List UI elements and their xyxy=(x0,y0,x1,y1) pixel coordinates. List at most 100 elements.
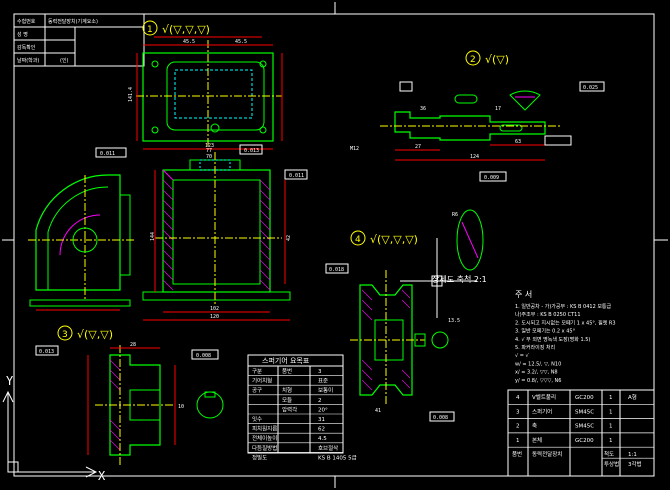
v1-dim-top-b: 45.5 xyxy=(235,39,247,45)
v2-tol-a: 0.025 xyxy=(583,85,598,91)
view4-pulley: 0.018 0.008 13.5 41 R6 상세도 축척 2:1 xyxy=(325,209,487,422)
note-line: 3. 일반 모떼기는 0.2 x 45° xyxy=(515,328,576,335)
parts-footer-cell: 품번 xyxy=(512,450,522,458)
spur-cell: 모듈 xyxy=(282,397,292,404)
v1-dim-mid-2: 77 xyxy=(206,148,212,154)
parts-cell: V벨트풀리 xyxy=(532,393,556,401)
spur-cell: 잇수 xyxy=(252,416,262,423)
parts-cell: 1 xyxy=(609,424,613,430)
v4-dim-b: 41 xyxy=(375,408,381,414)
spur-header-cell: 품번 xyxy=(282,367,292,375)
v1-dim-mid-4: 144 xyxy=(150,232,156,241)
parts-cell: 4 xyxy=(516,395,520,401)
parts-cell: GC200 xyxy=(575,395,594,401)
v4-dim-c: R6 xyxy=(452,212,458,218)
parts-cell: 1 xyxy=(609,409,613,415)
v3-dim-b: 10 xyxy=(178,404,184,410)
parts-footer-cell: 투상법 xyxy=(604,460,619,468)
spur-cell: 20° xyxy=(318,407,328,413)
note-line: x/ = 3.2/, ▽▽, N8 xyxy=(515,370,558,376)
view1-number: 1 xyxy=(147,25,153,35)
view4-label: 4 √(▽,▽,▽) xyxy=(350,230,418,246)
ucs-x-label: X xyxy=(98,469,106,483)
parts-cell: 축 xyxy=(532,422,537,430)
v1-dim-mid-5: 42 xyxy=(286,235,292,241)
v1-dim-mid-3: 70 xyxy=(206,154,212,160)
v1-dim-mid-1: 120 xyxy=(210,314,219,320)
note-line: √ = √ xyxy=(515,353,530,359)
view4-number: 4 xyxy=(355,235,361,245)
note-line: 2. 도시되고 지시없는 모떼기 1 x 45°, 필렛 R3 xyxy=(515,319,616,326)
parts-footer-cell: 척도 xyxy=(604,450,614,458)
v3-tol-a: 0.013 xyxy=(39,349,54,355)
spur-cell: 호브절삭 xyxy=(318,444,338,452)
v1-tol-1: 0.011 xyxy=(289,173,304,179)
tb-value-3: (인) xyxy=(60,57,69,64)
spur-cell: 정밀도 xyxy=(252,453,267,461)
v1-tol-0: 0.013 xyxy=(244,148,259,154)
spur-header-cell: 3 xyxy=(318,369,322,375)
spur-cell: KS B 1405 5급 xyxy=(318,454,357,461)
view2-symbol: √(▽) xyxy=(485,53,509,66)
parts-cell: 본체 xyxy=(532,436,542,444)
parts-cell: SM45C xyxy=(575,424,594,430)
v1-tol-side: 0.011 xyxy=(100,151,115,157)
parts-cell: SM45C xyxy=(575,409,594,415)
parts-cell: 1 xyxy=(516,438,520,444)
spur-cell: 공구 xyxy=(252,387,262,394)
spur-cell: 보통이 xyxy=(318,386,333,394)
view3-symbol: √(▽,▽) xyxy=(77,328,113,341)
spur-cell: 62 xyxy=(318,427,325,433)
spur-cell: 피치원지름 xyxy=(252,425,277,433)
tb-label-1: 성 명 xyxy=(17,31,28,38)
parts-cell: 1 xyxy=(609,395,613,401)
spur-cell: 표준 xyxy=(318,378,328,385)
view3-gear: 0.013 0.008 28 10 xyxy=(35,342,224,465)
parts-footer-cell: 3각법 xyxy=(628,460,642,468)
tb-label-0: 수험번호 xyxy=(17,18,36,25)
notes-title: 주 서 xyxy=(515,290,532,299)
parts-cell: 2 xyxy=(516,424,520,430)
v2-dim-thread: M12 xyxy=(350,146,359,152)
spur-cell: 2 xyxy=(318,398,322,404)
view1-section: 102 120 77 70 144 42 0.013 0.011 xyxy=(142,144,308,321)
view1-symbol: √(▽,▽,▽) xyxy=(162,23,210,36)
parts-cell: 1 xyxy=(609,438,613,444)
v2-tol-b: 0.009 xyxy=(484,175,499,181)
view2-number: 2 xyxy=(470,55,476,65)
title-block-top: 수험번호 동력전달장치(기계요소) 성 명 감독확인 날짜(학과) (인) xyxy=(13,13,145,67)
crosshair-cursor[interactable] xyxy=(400,238,477,318)
tb-value-0: 동력전달장치(기계요소) xyxy=(48,18,98,25)
spur-header-cell: 구분 xyxy=(252,368,262,375)
note-line: 나)주조부 : KS B 0250 CT11 xyxy=(515,311,581,318)
v2-dim-c: 36 xyxy=(420,106,426,112)
note-line: 5. 파커라이징 처리 xyxy=(515,344,555,351)
spur-cell: 치형 xyxy=(282,386,292,394)
v4-dim-a: 13.5 xyxy=(448,318,460,324)
tb-label-2: 감독확인 xyxy=(17,44,36,51)
view2-shaft: 124 27 63 36 17 M12 0.025 0.009 xyxy=(350,81,605,182)
spur-cell: 기어치형 xyxy=(252,377,272,385)
v1-dim-top-a: 45.5 xyxy=(183,39,195,45)
v4-tol-a: 0.018 xyxy=(329,267,344,273)
v1-dim-side: 141.4 xyxy=(128,87,134,102)
spur-cell: 다듬질방법 xyxy=(252,444,277,452)
parts-cell: 3 xyxy=(516,409,520,415)
v3-tol-b: 0.008 xyxy=(196,353,211,359)
ucs-y-label: Y xyxy=(6,374,14,388)
view2-label: 2 √(▽) xyxy=(465,50,509,66)
spur-cell: 31 xyxy=(318,417,325,423)
parts-cell: 스퍼기어 xyxy=(532,407,552,415)
v1-dim-width: 123 xyxy=(205,143,214,149)
v1-dim-mid-0: 102 xyxy=(210,306,219,312)
v3-dim-a: 28 xyxy=(130,342,136,348)
view4-symbol: √(▽,▽,▽) xyxy=(370,233,418,246)
note-line: w/ = 12.5/, ▽, N10 xyxy=(515,361,561,367)
notes-block: 주 서 1. 일반공차 - 가)가공부 : KS B 0412 보통급 나)주조… xyxy=(515,290,616,384)
view1-top-plan: 45.5 45.5 141.4 123 xyxy=(128,36,283,150)
parts-cell: GC200 xyxy=(575,438,594,444)
v2-dim-b: 63 xyxy=(515,139,521,145)
